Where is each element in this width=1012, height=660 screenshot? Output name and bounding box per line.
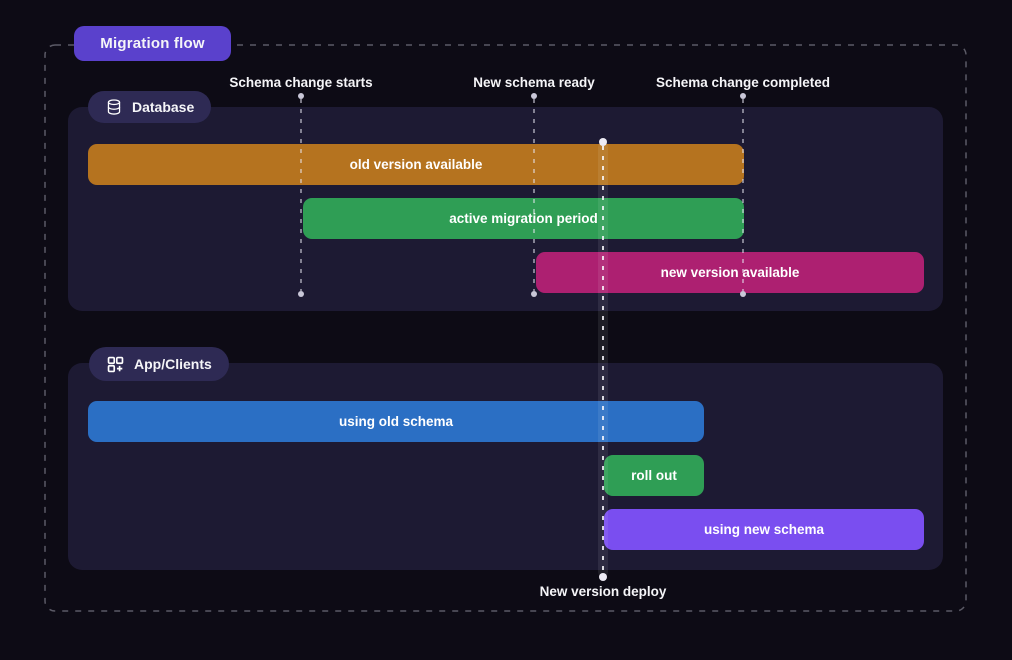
guide-dot xyxy=(740,291,746,297)
guide-dot xyxy=(298,93,304,99)
guide-dot xyxy=(740,93,746,99)
bar-label: new version available xyxy=(660,265,800,280)
marker-label-new-schema-ready: New schema ready xyxy=(473,75,595,90)
guide-dot xyxy=(531,93,537,99)
bar-label: roll out xyxy=(631,468,677,483)
bar-label: active migration period xyxy=(449,211,598,226)
marker-label-schema-change-completed: Schema change completed xyxy=(655,75,831,90)
database-icon xyxy=(105,98,123,116)
guide-line-new-schema-ready xyxy=(533,99,535,291)
title-badge: Migration flow xyxy=(74,26,231,61)
deploy-label: New version deploy xyxy=(539,584,667,599)
guide-line-schema-change-starts xyxy=(300,99,302,291)
apps-add-icon xyxy=(106,355,125,374)
marker-label-schema-change-starts: Schema change starts xyxy=(229,75,373,90)
guide-line-schema-change-completed xyxy=(742,99,744,291)
bar-old-version-available: old version available xyxy=(88,144,744,185)
bar-using-new-schema: using new schema xyxy=(604,509,924,550)
bar-label: using old schema xyxy=(338,414,454,429)
bar-new-version-available: new version available xyxy=(536,252,924,293)
title-badge-label: Migration flow xyxy=(100,35,205,52)
deploy-dot-top xyxy=(599,138,607,146)
deploy-dot-bottom xyxy=(599,573,607,581)
database-badge-label: Database xyxy=(132,99,195,115)
bar-using-old-schema: using old schema xyxy=(88,401,704,442)
bar-label: old version available xyxy=(349,157,483,172)
bar-label: using new schema xyxy=(703,522,825,537)
database-badge: Database xyxy=(88,91,212,123)
bar-active-migration-period: active migration period xyxy=(303,198,744,239)
app-clients-badge: App/Clients xyxy=(89,347,229,381)
app-clients-badge-label: App/Clients xyxy=(134,356,212,372)
guide-dot xyxy=(298,291,304,297)
guide-dot xyxy=(531,291,537,297)
bar-roll-out: roll out xyxy=(604,455,704,496)
deploy-guide-line xyxy=(602,146,604,573)
